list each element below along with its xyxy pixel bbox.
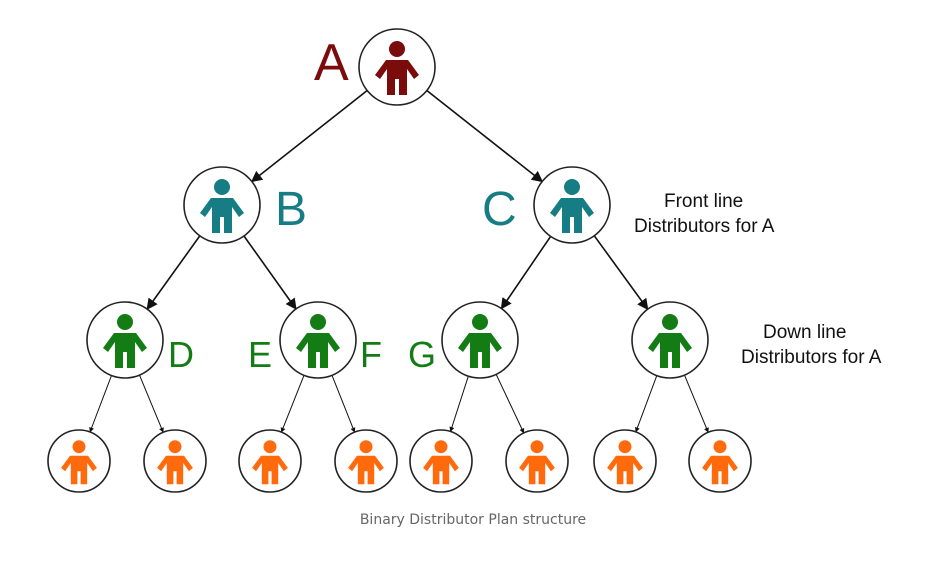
person-head <box>117 314 133 330</box>
node-ef <box>279 301 357 379</box>
person-icon <box>458 314 502 368</box>
person-body <box>550 198 594 233</box>
node-l6 <box>505 429 569 493</box>
node-b <box>183 166 261 244</box>
node-l4 <box>334 429 398 493</box>
node-d <box>86 301 164 379</box>
person-body <box>252 455 288 485</box>
person-icon <box>519 440 555 485</box>
edge-b-d <box>146 235 201 311</box>
node-c <box>533 166 611 244</box>
person-head <box>662 314 678 330</box>
person-head <box>310 314 326 330</box>
label-g: G <box>408 334 436 375</box>
person-head <box>263 440 277 454</box>
edge-h-l8 <box>684 374 709 433</box>
front-line-label-2: Distributors for A <box>634 216 775 237</box>
person-head <box>530 440 544 454</box>
down-line-label-2: Distributors for A <box>741 347 882 368</box>
person-body <box>702 455 738 485</box>
node-l8 <box>688 429 752 493</box>
edge-c-h <box>593 235 649 311</box>
edge-b-ef <box>243 235 297 310</box>
person-body <box>423 455 459 485</box>
edge-g-l5 <box>449 376 469 432</box>
person-head <box>72 440 86 454</box>
person-body <box>200 198 244 233</box>
person-head <box>214 179 230 195</box>
person-head <box>564 179 580 195</box>
person-icon <box>296 314 340 368</box>
person-head <box>434 440 448 454</box>
edge-a-b <box>250 89 368 183</box>
person-body <box>519 455 555 485</box>
node-l3 <box>238 429 302 493</box>
person-head <box>359 440 373 454</box>
person-icon <box>702 440 738 485</box>
person-body <box>375 60 419 95</box>
person-body <box>607 455 643 485</box>
edge-d-l2 <box>139 374 164 433</box>
person-body <box>648 333 692 368</box>
person-head <box>618 440 632 454</box>
edge-ef-l4 <box>331 375 356 433</box>
person-icon <box>550 179 594 233</box>
person-head <box>713 440 727 454</box>
edge-h-l7 <box>635 375 658 433</box>
person-head <box>472 314 488 330</box>
node-l7 <box>593 429 657 493</box>
person-body <box>157 455 193 485</box>
nodes-layer <box>47 28 752 493</box>
person-body <box>458 333 502 368</box>
edge-c-g <box>500 235 552 310</box>
label-c: C <box>482 183 517 236</box>
edges-layer <box>89 89 709 434</box>
person-body <box>296 333 340 368</box>
label-d: D <box>168 334 194 375</box>
front-line-label-1: Front line <box>664 191 743 212</box>
person-icon <box>423 440 459 485</box>
person-body <box>103 333 147 368</box>
person-body <box>348 455 384 485</box>
label-e: E <box>248 334 272 375</box>
person-icon <box>61 440 97 485</box>
node-l5 <box>409 429 473 493</box>
person-head <box>168 440 182 454</box>
node-l1 <box>47 429 111 493</box>
label-f: F <box>360 334 382 375</box>
person-icon <box>157 440 193 485</box>
edge-g-l6 <box>495 374 525 434</box>
person-icon <box>648 314 692 368</box>
edge-a-c <box>426 89 544 183</box>
edge-ef-l3 <box>280 375 305 433</box>
person-body <box>61 455 97 485</box>
person-icon <box>252 440 288 485</box>
person-icon <box>200 179 244 233</box>
label-b: B <box>275 183 307 236</box>
person-head <box>389 41 405 57</box>
person-icon <box>375 41 419 95</box>
node-g <box>441 301 519 379</box>
down-line-label-1: Down line <box>763 322 846 343</box>
edge-d-l1 <box>89 375 112 433</box>
node-a <box>358 28 436 106</box>
node-h <box>631 301 709 379</box>
caption: Binary Distributor Plan structure <box>360 512 586 528</box>
label-a: A <box>314 34 349 92</box>
person-icon <box>348 440 384 485</box>
person-icon <box>103 314 147 368</box>
node-l2 <box>143 429 207 493</box>
person-icon <box>607 440 643 485</box>
